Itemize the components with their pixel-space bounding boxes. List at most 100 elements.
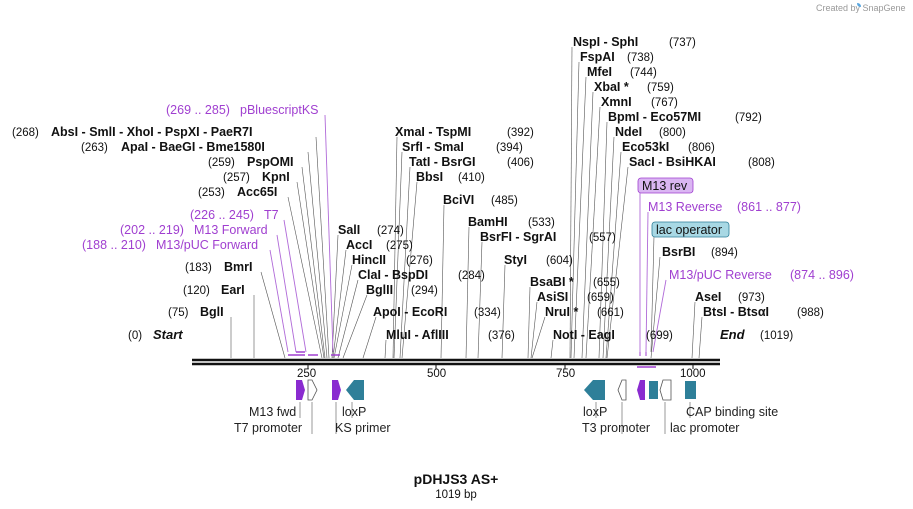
enzyme-name: NdeI [615, 125, 642, 139]
enzyme-name: AbsI - SmlI - XhoI - PspXI - PaeR7I [51, 125, 252, 139]
enzyme-pos: (557) [589, 232, 616, 244]
enzyme-name: BamHI [468, 215, 508, 229]
enzyme-pos: (294) [411, 285, 438, 297]
feature-label-t3-promoter: T3 promoter [582, 421, 650, 435]
enzyme-name: BtsI - BtsαI [703, 305, 769, 319]
enzyme-name: AccI [346, 238, 372, 252]
enzyme-name: SalI [338, 223, 360, 237]
enzyme-pos: (738) [627, 52, 654, 64]
primer-range: (226 .. 245) [190, 208, 254, 222]
tick-250: 250 [297, 368, 316, 380]
primer-name: M13 Reverse [648, 200, 722, 214]
enzyme-name: HincII [352, 253, 386, 267]
m13-rev-box [637, 177, 694, 194]
enzyme-pos: (410) [458, 172, 485, 184]
feature-leader-lines [299, 402, 691, 434]
t3-promoter-arrow [617, 379, 627, 401]
feature-label-ks-primer: KS primer [335, 421, 391, 435]
loxp-arrow [346, 380, 364, 400]
feature-labels: M13 fwd T7 promoter loxP KS primer loxP … [234, 405, 778, 435]
enzyme-name: BciVI [443, 193, 474, 207]
brand-label: Created by SnapGene [816, 3, 906, 13]
enzyme-pos: (253) [198, 187, 225, 199]
plasmid-name: pDHJS3 AS+ [414, 471, 499, 487]
start-label: Start [153, 327, 183, 342]
enzyme-pos: (988) [797, 307, 824, 319]
feature-label-m13-fwd: M13 fwd [249, 405, 296, 419]
enzyme-name: AsiSI [537, 290, 568, 304]
ruler: 250 500 750 1000 [297, 364, 706, 380]
tick-1000: 1000 [680, 368, 706, 380]
enzyme-pos: (183) [185, 262, 212, 274]
cap-binding-site-feature [685, 381, 696, 399]
enzyme-pos: (334) [474, 307, 501, 319]
tick-500: 500 [427, 368, 446, 380]
enzyme-pos: (485) [491, 195, 518, 207]
feature-label-cap-binding-site: CAP binding site [686, 405, 778, 419]
enzyme-name: BpmI - Eco57MI [608, 110, 701, 124]
enzyme-pos: (263) [81, 142, 108, 154]
enzyme-pos: (894) [711, 247, 738, 259]
enzyme-pos: (744) [630, 67, 657, 79]
enzyme-name: SacI - BsiHKAI [629, 155, 716, 169]
primer-name: M13 Forward [194, 223, 268, 237]
m13-rev-arrow [637, 380, 645, 400]
end-position: (1019) [760, 330, 793, 342]
enzyme-pos: (257) [223, 172, 250, 184]
lac-promoter-arrow [659, 379, 672, 401]
loxp-arrow-2 [584, 380, 605, 400]
enzyme-pos: (655) [593, 277, 620, 289]
enzyme-name: AseI [695, 290, 721, 304]
enzyme-pos: (661) [597, 307, 624, 319]
enzyme-pos: (376) [488, 330, 515, 342]
enzyme-pos: (259) [208, 157, 235, 169]
enzyme-name: SrfI - SmaI [402, 140, 464, 154]
enzyme-pos: (806) [688, 142, 715, 154]
primer-leader-lines [269, 114, 667, 353]
enzyme-name: NspI - SphI [573, 35, 638, 49]
enzyme-pos: (276) [406, 255, 433, 267]
m13-fwd-arrow [296, 380, 305, 400]
primer-bars [288, 351, 656, 368]
enzyme-pos: (659) [587, 292, 614, 304]
enzyme-labels: (75) BglI (120) EarI (183) BmrI (253) Ac… [12, 35, 824, 342]
start-position: (0) [128, 330, 142, 342]
enzyme-name: BglII [366, 283, 393, 297]
enzyme-pos: (120) [183, 285, 210, 297]
end-label: End [720, 327, 746, 342]
snapgene-logo-icon [857, 3, 861, 7]
enzyme-pos: (604) [546, 255, 573, 267]
lac-operator-label: lac operator [656, 223, 722, 237]
enzyme-name: MluI - AflIII [386, 328, 449, 342]
primer-name: M13 rev [642, 179, 688, 193]
enzyme-name: XmaI - TspMI [395, 125, 471, 139]
enzyme-pos: (533) [528, 217, 555, 229]
enzyme-name: NruI * [545, 305, 578, 319]
enzyme-leader-lines [230, 46, 703, 359]
enzyme-name: ClaI - BspDI [358, 268, 428, 282]
lac-operator-feature [649, 381, 658, 399]
enzyme-name: FspAI [580, 50, 615, 64]
enzyme-pos: (274) [377, 225, 404, 237]
enzyme-pos: (973) [738, 292, 765, 304]
enzyme-pos: (800) [659, 127, 686, 139]
enzyme-pos: (767) [651, 97, 678, 109]
enzyme-pos: (392) [507, 127, 534, 139]
primer-range: (202 .. 219) [120, 223, 184, 237]
enzyme-name: BglI [200, 305, 224, 319]
enzyme-name: NotI - EagI [553, 328, 615, 342]
primer-range: (861 .. 877) [737, 200, 801, 214]
feature-track [296, 379, 696, 401]
enzyme-name: StyI [504, 253, 527, 267]
enzyme-name: MfeI [587, 65, 612, 79]
feature-label-t7-promoter: T7 promoter [234, 421, 302, 435]
primer-name: M13/pUC Reverse [669, 268, 772, 282]
enzyme-pos: (268) [12, 127, 39, 139]
primer-labels: (269 .. 285) pBluescriptKS (226 .. 245) … [82, 103, 854, 282]
enzyme-name: BmrI [224, 260, 252, 274]
enzyme-name: BsrBI [662, 245, 695, 259]
ks-primer-arrow [332, 380, 341, 400]
t7-promoter-arrow [307, 379, 318, 401]
primer-range: (874 .. 896) [790, 268, 854, 282]
enzyme-name: XbaI * [594, 80, 629, 94]
